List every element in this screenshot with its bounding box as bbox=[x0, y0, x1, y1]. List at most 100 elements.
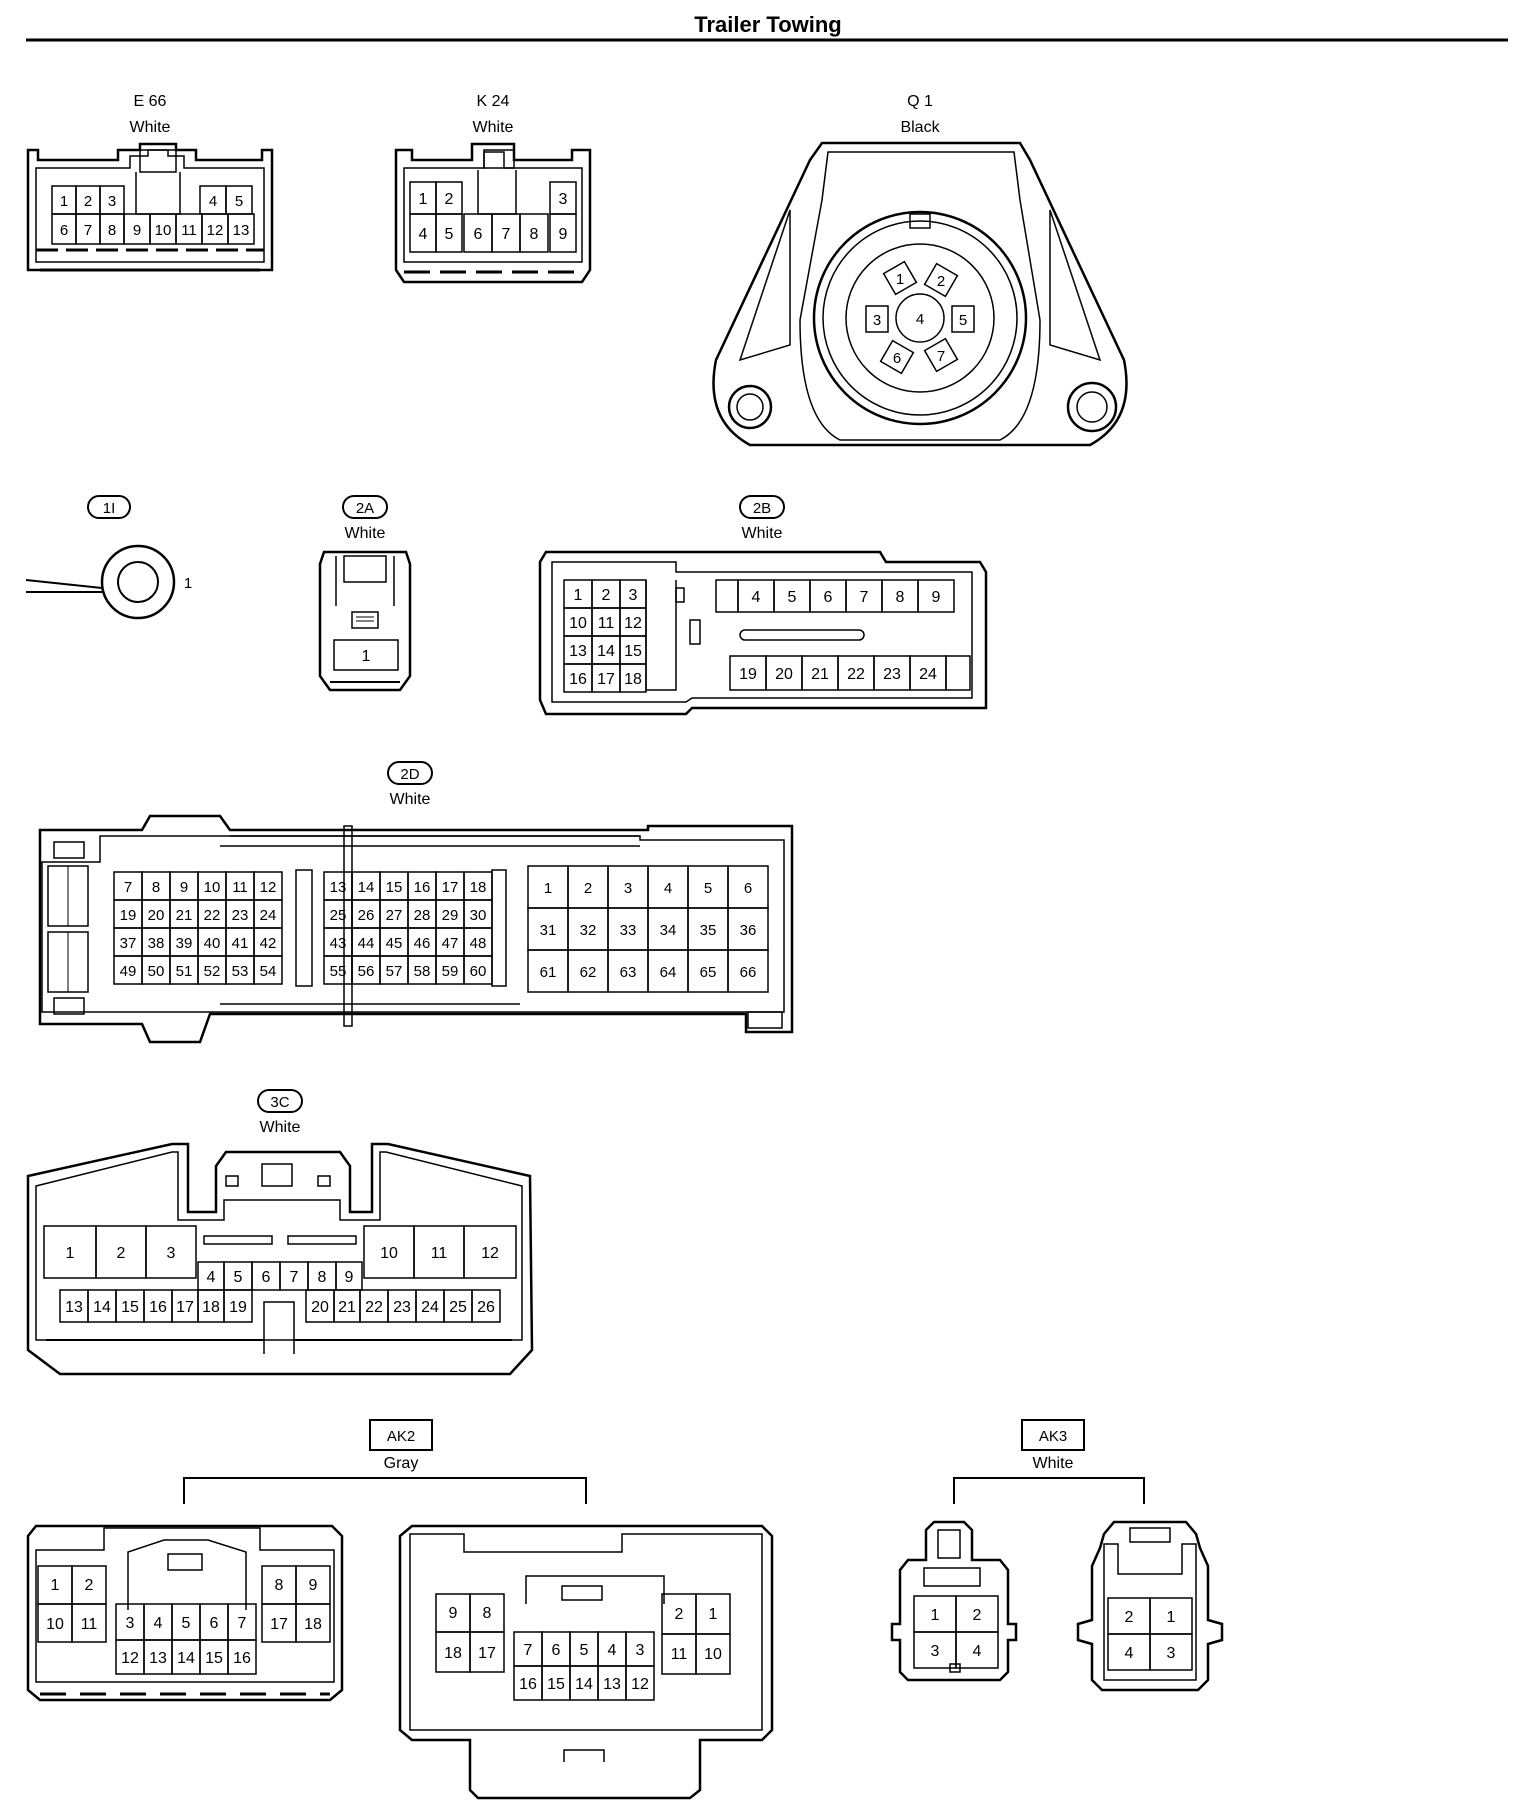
pin-label: 2 bbox=[84, 193, 92, 210]
pin-label: 60 bbox=[470, 963, 487, 980]
connector-1I: 1I 1 bbox=[25, 495, 192, 620]
connector-housing bbox=[26, 1142, 534, 1376]
pin-label: 10 bbox=[569, 615, 587, 632]
pin-label: 7 bbox=[502, 226, 511, 243]
pin-label: 9 bbox=[932, 589, 941, 606]
pin-label: 24 bbox=[260, 907, 277, 924]
pin-label: 61 bbox=[540, 964, 557, 981]
pin-label: 15 bbox=[205, 1650, 223, 1667]
pin-label: 7 bbox=[238, 1615, 247, 1632]
connector-3C: 3C White bbox=[26, 1089, 534, 1376]
latch-tab bbox=[317, 1175, 331, 1187]
pin-label: 14 bbox=[358, 879, 375, 896]
connector-AK2: AK2 Gray bbox=[26, 1419, 774, 1800]
pin-label: 28 bbox=[414, 907, 431, 924]
pin-label: 4 bbox=[207, 1269, 216, 1286]
pin-labels: 1 2 3 4 5 6 7 8 9 bbox=[419, 191, 568, 243]
connector-code-box bbox=[1021, 1419, 1085, 1451]
pin-label: 7 bbox=[937, 348, 945, 365]
mounting-hole bbox=[1066, 381, 1118, 433]
pin-labels: 7 8 9 10 11 12 19 20 21 22 23 24 37 38 3… bbox=[120, 879, 757, 981]
latch bbox=[937, 1529, 961, 1559]
pin-label: 14 bbox=[93, 1299, 111, 1316]
pin-4 bbox=[955, 1631, 999, 1669]
housing-wing bbox=[1049, 209, 1102, 362]
pin-label: 5 bbox=[235, 193, 243, 210]
connector-code: 2A bbox=[356, 500, 374, 517]
connector-E66: E 66 White 1 2 3 4 5 6 bbox=[26, 93, 274, 272]
connector-color: Black bbox=[900, 119, 940, 136]
pin-label: 35 bbox=[700, 922, 717, 939]
pin-label: 66 bbox=[740, 964, 757, 981]
pin-label: 4 bbox=[154, 1615, 163, 1632]
pin-label: 18 bbox=[470, 879, 487, 896]
pin-cells bbox=[913, 1595, 999, 1669]
pin-label: 10 bbox=[46, 1616, 64, 1633]
pin-label: 20 bbox=[311, 1299, 329, 1316]
pin-label: 46 bbox=[414, 935, 431, 952]
pin-label: 3 bbox=[636, 1642, 645, 1659]
pin-label: 2 bbox=[85, 1577, 94, 1594]
page-title: Trailer Towing bbox=[694, 12, 842, 37]
latch-tab bbox=[561, 1585, 603, 1601]
pin-9 bbox=[549, 213, 577, 253]
pin-label: 9 bbox=[345, 1269, 354, 1286]
pin-label: 6 bbox=[210, 1615, 219, 1632]
latch bbox=[127, 1539, 247, 1610]
side-slot bbox=[53, 997, 85, 1015]
pin-24 bbox=[909, 655, 947, 691]
pin-label: 8 bbox=[108, 222, 116, 239]
pin-label: 21 bbox=[338, 1299, 356, 1316]
connector-color: White bbox=[742, 525, 783, 542]
pin-label: 1 bbox=[184, 575, 192, 592]
pin-label: 5 bbox=[445, 226, 454, 243]
connector-housing-left bbox=[26, 1524, 344, 1702]
pin-54 bbox=[253, 955, 283, 985]
pin-label: 16 bbox=[569, 671, 587, 688]
pin-label: 2 bbox=[675, 1606, 684, 1623]
connector-inner bbox=[35, 1151, 523, 1341]
pin-label: 16 bbox=[414, 879, 431, 896]
connector-color: White bbox=[260, 1119, 301, 1136]
pin-label: 6 bbox=[893, 350, 901, 367]
pin-label: 13 bbox=[569, 643, 587, 660]
connector-code-badge bbox=[739, 495, 785, 519]
side-lock-tab bbox=[675, 587, 685, 603]
pin-label: 3 bbox=[1167, 1645, 1176, 1662]
pin-labels: 1 2 3 4 2 1 4 3 bbox=[931, 1607, 1176, 1662]
pin-label: 1 bbox=[419, 191, 428, 208]
pin-label: 6 bbox=[744, 880, 752, 897]
pin-label: 9 bbox=[133, 222, 141, 239]
pin-label: 1 bbox=[1167, 1609, 1176, 1626]
pin-label: 43 bbox=[330, 935, 347, 952]
pin-labels: 1 2 3 10 11 12 4 5 6 7 8 9 13 14 15 16 1… bbox=[65, 1245, 499, 1316]
pin-label: 11 bbox=[671, 1646, 688, 1663]
pin-label: 16 bbox=[233, 1650, 251, 1667]
connector-housing bbox=[38, 814, 794, 1044]
pin-label: 5 bbox=[234, 1269, 243, 1286]
pin-label: 15 bbox=[547, 1676, 565, 1693]
pin-label: 41 bbox=[232, 935, 249, 952]
connector-housing bbox=[318, 550, 412, 692]
housing-wing bbox=[738, 209, 791, 362]
pin-label: 1 bbox=[362, 648, 371, 665]
pin-label: 6 bbox=[262, 1269, 271, 1286]
pin-label: 10 bbox=[204, 879, 221, 896]
pin-label: 3 bbox=[873, 312, 881, 329]
pin-label: 19 bbox=[739, 666, 757, 683]
pin-label: 45 bbox=[386, 935, 403, 952]
pin-label: 18 bbox=[304, 1616, 322, 1633]
pin-1 bbox=[333, 639, 399, 671]
pin-label: 4 bbox=[209, 193, 217, 210]
pin-label: 4 bbox=[419, 226, 428, 243]
connector-code: E 66 bbox=[134, 93, 167, 110]
pin-label: 51 bbox=[176, 963, 193, 980]
pin-label: 48 bbox=[470, 935, 487, 952]
latch-slot bbox=[477, 170, 517, 215]
pin-label: 4 bbox=[608, 1642, 617, 1659]
key-slot bbox=[563, 1749, 605, 1762]
pin-label: 18 bbox=[444, 1645, 462, 1662]
connector-housing bbox=[712, 141, 1128, 447]
latch-tab bbox=[167, 1553, 203, 1571]
pin-label: 65 bbox=[700, 964, 717, 981]
